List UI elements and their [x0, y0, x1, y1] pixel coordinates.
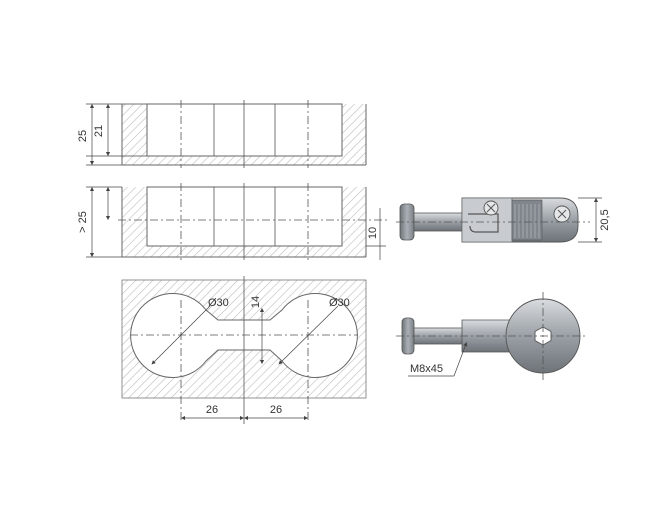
section-view-pocket [146, 186, 343, 247]
dim-hole-diameter-left: Ø30 [208, 297, 229, 309]
dim-connector-height: 20,5 [599, 209, 611, 230]
dim-spacing-right: 26 [270, 404, 282, 416]
dim-slot-width: 14 [250, 296, 262, 308]
section-view: > 25 10 [77, 183, 390, 260]
side-view-hatch [122, 104, 366, 165]
dim-bolt-size: M8x45 [410, 363, 443, 375]
plan-view: Ø30 Ø30 14 26 26 [121, 276, 367, 424]
connector-side-view: 20,5 [396, 197, 611, 243]
dim-section-offset: 10 [367, 227, 379, 239]
dim-side-depth: 25 [77, 130, 89, 142]
dim-section-depth: > 25 [77, 211, 89, 233]
connector-top-view: M8x45 [396, 292, 588, 382]
section-view-hatch [122, 187, 366, 257]
dim-side-inner-depth: 21 [93, 125, 105, 137]
side-view: 25 21 [77, 100, 367, 168]
dim-spacing-left: 26 [206, 404, 218, 416]
side-view-pocket [146, 103, 343, 157]
dim-hole-diameter-right: Ø30 [329, 297, 350, 309]
